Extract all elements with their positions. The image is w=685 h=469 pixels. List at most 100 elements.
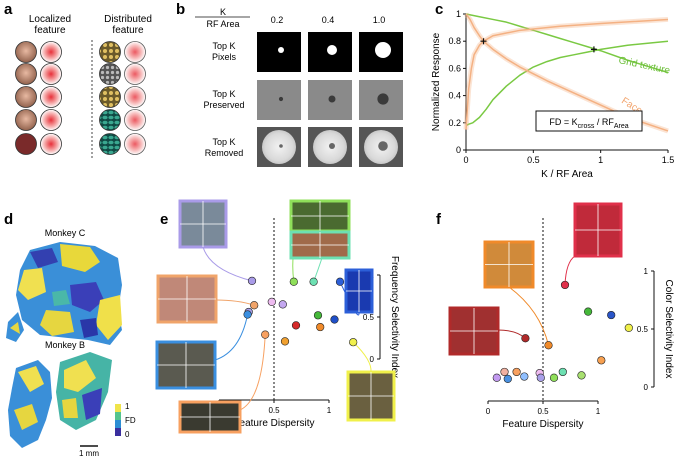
b-header-k: K xyxy=(220,7,226,17)
f-x-axis-label: Feature Dispersity xyxy=(502,419,583,430)
distributed-stimulus-image xyxy=(99,86,121,108)
localized-stimulus-image xyxy=(15,133,37,155)
c-y-tick-label: 0 xyxy=(456,145,461,155)
e-data-point xyxy=(267,297,276,306)
b-row-2-line-1: Top K xyxy=(212,137,235,147)
top-k-removed-hole xyxy=(279,144,283,148)
panel-letter-f: f xyxy=(436,211,442,228)
c-y-tick-label: 0.2 xyxy=(448,118,461,128)
colorbar-bottom: 0 xyxy=(125,430,130,439)
top-k-preserved-patch xyxy=(328,95,336,103)
scale-bar-label: 1 mm xyxy=(79,449,99,458)
localized-response-map xyxy=(40,63,62,85)
e-data-point xyxy=(250,301,259,310)
b-row-0-line-1: Top K xyxy=(212,41,235,51)
panel-letter-b: b xyxy=(176,1,185,18)
f-data-point xyxy=(536,373,545,382)
top-k-preserved-image xyxy=(257,80,301,120)
c-y-axis-label: Normalized Response xyxy=(431,32,442,131)
e-data-point xyxy=(243,310,252,319)
a-stimulus-grid xyxy=(15,41,146,155)
f-data-point xyxy=(512,367,521,377)
e-data-point xyxy=(247,276,257,285)
c-x-tick-label: 1 xyxy=(598,155,603,165)
e-data-point xyxy=(261,330,270,339)
e-data-point xyxy=(330,315,339,324)
e-x-tick-label: 0.5 xyxy=(268,406,280,415)
f-data-point xyxy=(544,341,553,350)
b-row-1-line-1: Top K xyxy=(212,89,235,99)
b-col-0: 0.2 xyxy=(271,15,284,25)
b-row-1-line-2: Preserved xyxy=(203,100,244,110)
distributed-response-map xyxy=(124,109,146,131)
c-x-tick-label: 0.5 xyxy=(527,155,540,165)
monkey-c-label: Monkey C xyxy=(45,228,86,238)
e-data-point xyxy=(289,277,298,286)
localized-stimulus-image xyxy=(15,109,37,131)
c-y-tick-label: 0.8 xyxy=(448,36,461,46)
distributed-stimulus-image xyxy=(99,63,121,85)
f-data-point xyxy=(521,334,530,343)
fd-colorbar xyxy=(115,404,121,436)
localized-response-map xyxy=(40,109,62,131)
f-data-point xyxy=(577,371,586,380)
distributed-response-map xyxy=(124,63,146,85)
e-y-tick-label: 0.5 xyxy=(363,313,375,322)
f-x-tick-label: 1 xyxy=(596,407,601,416)
panel-letter-c: c xyxy=(435,1,443,18)
localized-stimulus-image xyxy=(15,86,37,108)
top-k-pixels-blob xyxy=(375,42,391,58)
f-y-axis-label: Color Selectivity Index xyxy=(663,280,674,379)
f-data-point xyxy=(520,372,529,381)
c-formula-part: cross xyxy=(578,123,595,130)
e-leader-line xyxy=(202,246,253,282)
distributed-stimulus-image xyxy=(99,41,121,63)
distributed-response-map xyxy=(124,133,146,155)
f-leader-line xyxy=(564,255,576,285)
localized-label-2: feature xyxy=(34,25,66,36)
f-data-point xyxy=(624,323,633,332)
colorbar-label: FD xyxy=(125,416,136,425)
c-crossing-marker xyxy=(480,38,487,45)
e-data-point xyxy=(335,277,345,286)
c-series-line xyxy=(465,13,669,132)
f-data-point xyxy=(558,367,567,377)
c-series-line xyxy=(465,13,669,74)
panel-letter-d: d xyxy=(4,211,13,228)
c-y-tick-label: 0.4 xyxy=(448,91,461,101)
f-leader-line xyxy=(508,286,549,346)
panel-letter-e: e xyxy=(160,211,168,228)
distributed-stimulus-image xyxy=(99,109,121,131)
f-data-point xyxy=(492,373,501,382)
panel-a: a Localized feature Distributed feature xyxy=(4,1,152,160)
monkey-b-fd-map xyxy=(8,352,112,448)
top-k-preserved-patch xyxy=(377,93,389,105)
b-image-grid xyxy=(257,32,403,167)
c-formula-part: Area xyxy=(614,123,629,130)
c-x-tick-label: 0 xyxy=(463,155,468,165)
b-row-0-line-2: Pixels xyxy=(212,52,237,62)
c-formula: FD = Kcross / RFArea xyxy=(549,117,628,130)
b-col-1: 0.4 xyxy=(322,15,335,25)
distributed-response-map xyxy=(124,86,146,108)
f-y-tick-label: 0 xyxy=(644,383,649,392)
e-data-point xyxy=(291,321,301,330)
localized-response-map xyxy=(40,86,62,108)
e-leader-line xyxy=(239,334,266,411)
e-data-point xyxy=(316,322,325,332)
c-crossing-marker xyxy=(590,46,597,53)
panel-b: b K RF Area 0.2 0.4 1.0 Top K Pixels Top… xyxy=(176,1,403,167)
f-data-point xyxy=(583,307,593,316)
e-data-point xyxy=(313,311,323,320)
e-leader-line xyxy=(352,341,372,373)
distributed-label-1: Distributed xyxy=(104,14,152,25)
f-y-tick-label: 0.5 xyxy=(637,325,649,334)
e-leader-line xyxy=(215,299,255,306)
e-data-point xyxy=(278,300,287,309)
